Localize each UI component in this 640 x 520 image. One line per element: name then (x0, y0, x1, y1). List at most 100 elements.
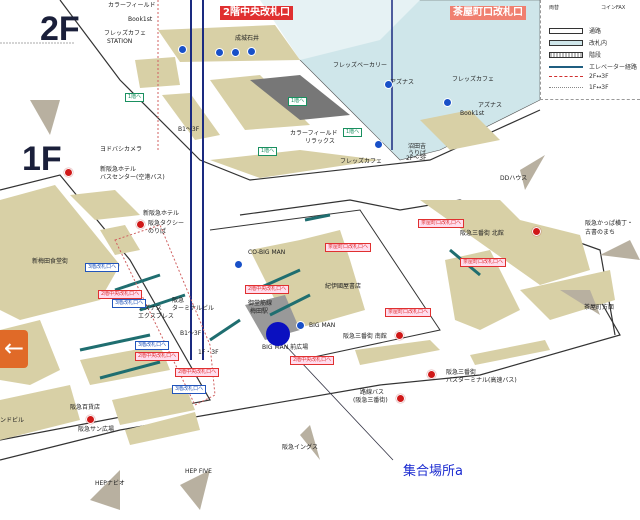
legend-item: 通路 (589, 28, 602, 35)
plaza-label: BIG MAN 前広場 (262, 344, 309, 351)
floor-range-label: 2F〜3F (406, 155, 427, 162)
building-label: 新梅田食堂街 (32, 258, 69, 265)
shop-pin-icon (231, 48, 240, 57)
shop-label: 阪急三番街 南館 (343, 333, 387, 340)
legend-icon-label: 両替 (549, 5, 560, 11)
legend-item: 1F↔3F (589, 84, 609, 91)
to-1f-sign: 1階へ (288, 97, 308, 106)
shop-label: カラーフィールド (290, 130, 338, 137)
to-2f-central-sign: 2階中央改札口へ (175, 368, 220, 377)
floor-range-label: B1〜3F (180, 330, 202, 337)
to-1f-sign: 1階へ (343, 128, 363, 137)
shop-label: STATION (107, 38, 133, 45)
legend-item: 階段 (589, 52, 602, 59)
building-label: ンドビル (0, 417, 25, 424)
area-label: 阪急かっぱ横丁・ (585, 220, 634, 227)
shop-label: 成城石井 (235, 35, 260, 42)
shop-label: カラーフィールド (108, 2, 156, 9)
shop-label: Book1st (460, 110, 485, 117)
shop-label: のりば (148, 228, 167, 235)
taxi-pin-icon (136, 220, 145, 229)
building-label: DDハウス (500, 175, 528, 182)
floor-range-label: B1〜3F (178, 126, 200, 133)
shop-pin-icon (374, 140, 383, 149)
bus-label: (阪急三番街) (353, 397, 388, 404)
map-legend: 両替 コインFAX 通路 改札内 階段 エレベーター経路 2F↔3F 1F↔3F (540, 0, 640, 100)
floor-range-label: 1F・3F (198, 349, 219, 356)
legend-item: エレベーター経路 (589, 64, 638, 71)
shop-label: フレッズカフェ (452, 76, 495, 83)
shop-label: フレッズカフェ (340, 158, 383, 165)
shop-label: バスセンター(空港バス) (100, 174, 165, 181)
shop-label: フレッズベーカリー (333, 62, 388, 69)
to-2f-central-sign: 2階中央改札口へ (98, 290, 143, 299)
to-1f-sign: 1階へ (125, 93, 145, 102)
floor-2f-label: 2F (40, 10, 80, 48)
shop-label: BIG MAN (309, 322, 336, 329)
shop-pin-icon (215, 48, 224, 57)
bus-pin-icon (427, 370, 436, 379)
direction-label: 茶屋町方面 (584, 304, 615, 311)
to-chayamachi-sign: 茶屋町口改札口へ (418, 219, 465, 228)
to-chayamachi-sign: 茶屋町口改札口へ (460, 258, 507, 267)
to-chayamachi-sign: 茶屋町口改札口へ (385, 308, 432, 317)
to-3f-sign: 3階改札口へ (85, 263, 120, 272)
plaza-label: 阪急サン広場 (78, 426, 115, 433)
meeting-point-marker (266, 322, 290, 346)
shop-pin-icon (443, 98, 452, 107)
to-chayamachi-sign: 茶屋町口改札口へ (325, 243, 372, 252)
to-3f-sign: 3階改札口へ (135, 341, 170, 350)
shop-label: CO-BIG MAN (248, 249, 286, 256)
to-3f-sign: 3階改札口へ (112, 299, 147, 308)
area-label: 古書のまち (585, 229, 616, 236)
co-big-man-pin-icon (234, 260, 243, 269)
to-1f-sign: 1階へ (258, 147, 278, 156)
meeting-point-label: 集合場所a (403, 464, 463, 479)
to-2f-central-sign: 2階中央改札口へ (135, 352, 180, 361)
shop-label: エクスプレス (138, 313, 174, 320)
shop-label: リラックス (305, 138, 335, 145)
shop-label: 紀伊國屋書店 (325, 283, 362, 290)
to-3f-sign: 3階改札口へ (172, 385, 207, 394)
shop-label: Book1st (128, 16, 153, 23)
bus-pin-icon (396, 394, 405, 403)
shop-pin-icon (178, 45, 187, 54)
shop-pin-icon (395, 331, 404, 340)
shop-label: 阪急三番街 北館 (460, 230, 504, 237)
big-man-pin-icon (296, 321, 305, 330)
shop-pin-icon (384, 80, 393, 89)
hotel-pin-icon (64, 168, 73, 177)
shop-label: アズナス (390, 79, 415, 86)
shop-pin-icon (86, 415, 95, 424)
shop-pin-icon (532, 227, 541, 236)
legend-item: 改札内 (589, 40, 608, 47)
building-label: HEPナビオ (95, 480, 125, 487)
bus-terminal-label: 阪急三番街 (446, 369, 477, 376)
building-label: ターミナルビル (172, 305, 215, 312)
station-label: 梅田駅 (250, 308, 269, 315)
shop-label: うりば (408, 150, 427, 157)
building-label: 阪急 (172, 297, 185, 304)
shop-label: 阪急タクシー (148, 220, 185, 227)
shop-label: 新阪急ホテル (143, 210, 180, 217)
bus-terminal-label: バスターミナル(高速バス) (446, 377, 517, 384)
floor-1f-label: 1F (22, 140, 62, 178)
to-2f-central-sign: 2階中央改札口へ (245, 285, 290, 294)
shop-label: 新阪急ホテル (100, 166, 137, 173)
shop-pin-icon (247, 47, 256, 56)
legend-item: 2F↔3F (589, 73, 609, 80)
central-gate-label: 2階中央改札口 (220, 6, 293, 20)
building-label: 阪急イングス (282, 444, 319, 451)
shop-label: アズナス (478, 102, 503, 109)
station-label: 御堂筋線 (248, 300, 273, 307)
legend-icon-label: コインFAX (601, 5, 626, 11)
building-label: ヨドバシカメラ (100, 146, 143, 153)
building-label: HEP FIVE (185, 468, 212, 475)
to-2f-central-sign: 2階中央改札口へ (290, 356, 335, 365)
shop-label: 沼田吉 (408, 143, 427, 150)
shop-label: アズナス (138, 305, 163, 312)
shop-label: フレッズカフェ (104, 30, 147, 37)
back-arrow-button[interactable]: ← (0, 330, 28, 368)
bus-label: 路線バス (360, 389, 385, 396)
